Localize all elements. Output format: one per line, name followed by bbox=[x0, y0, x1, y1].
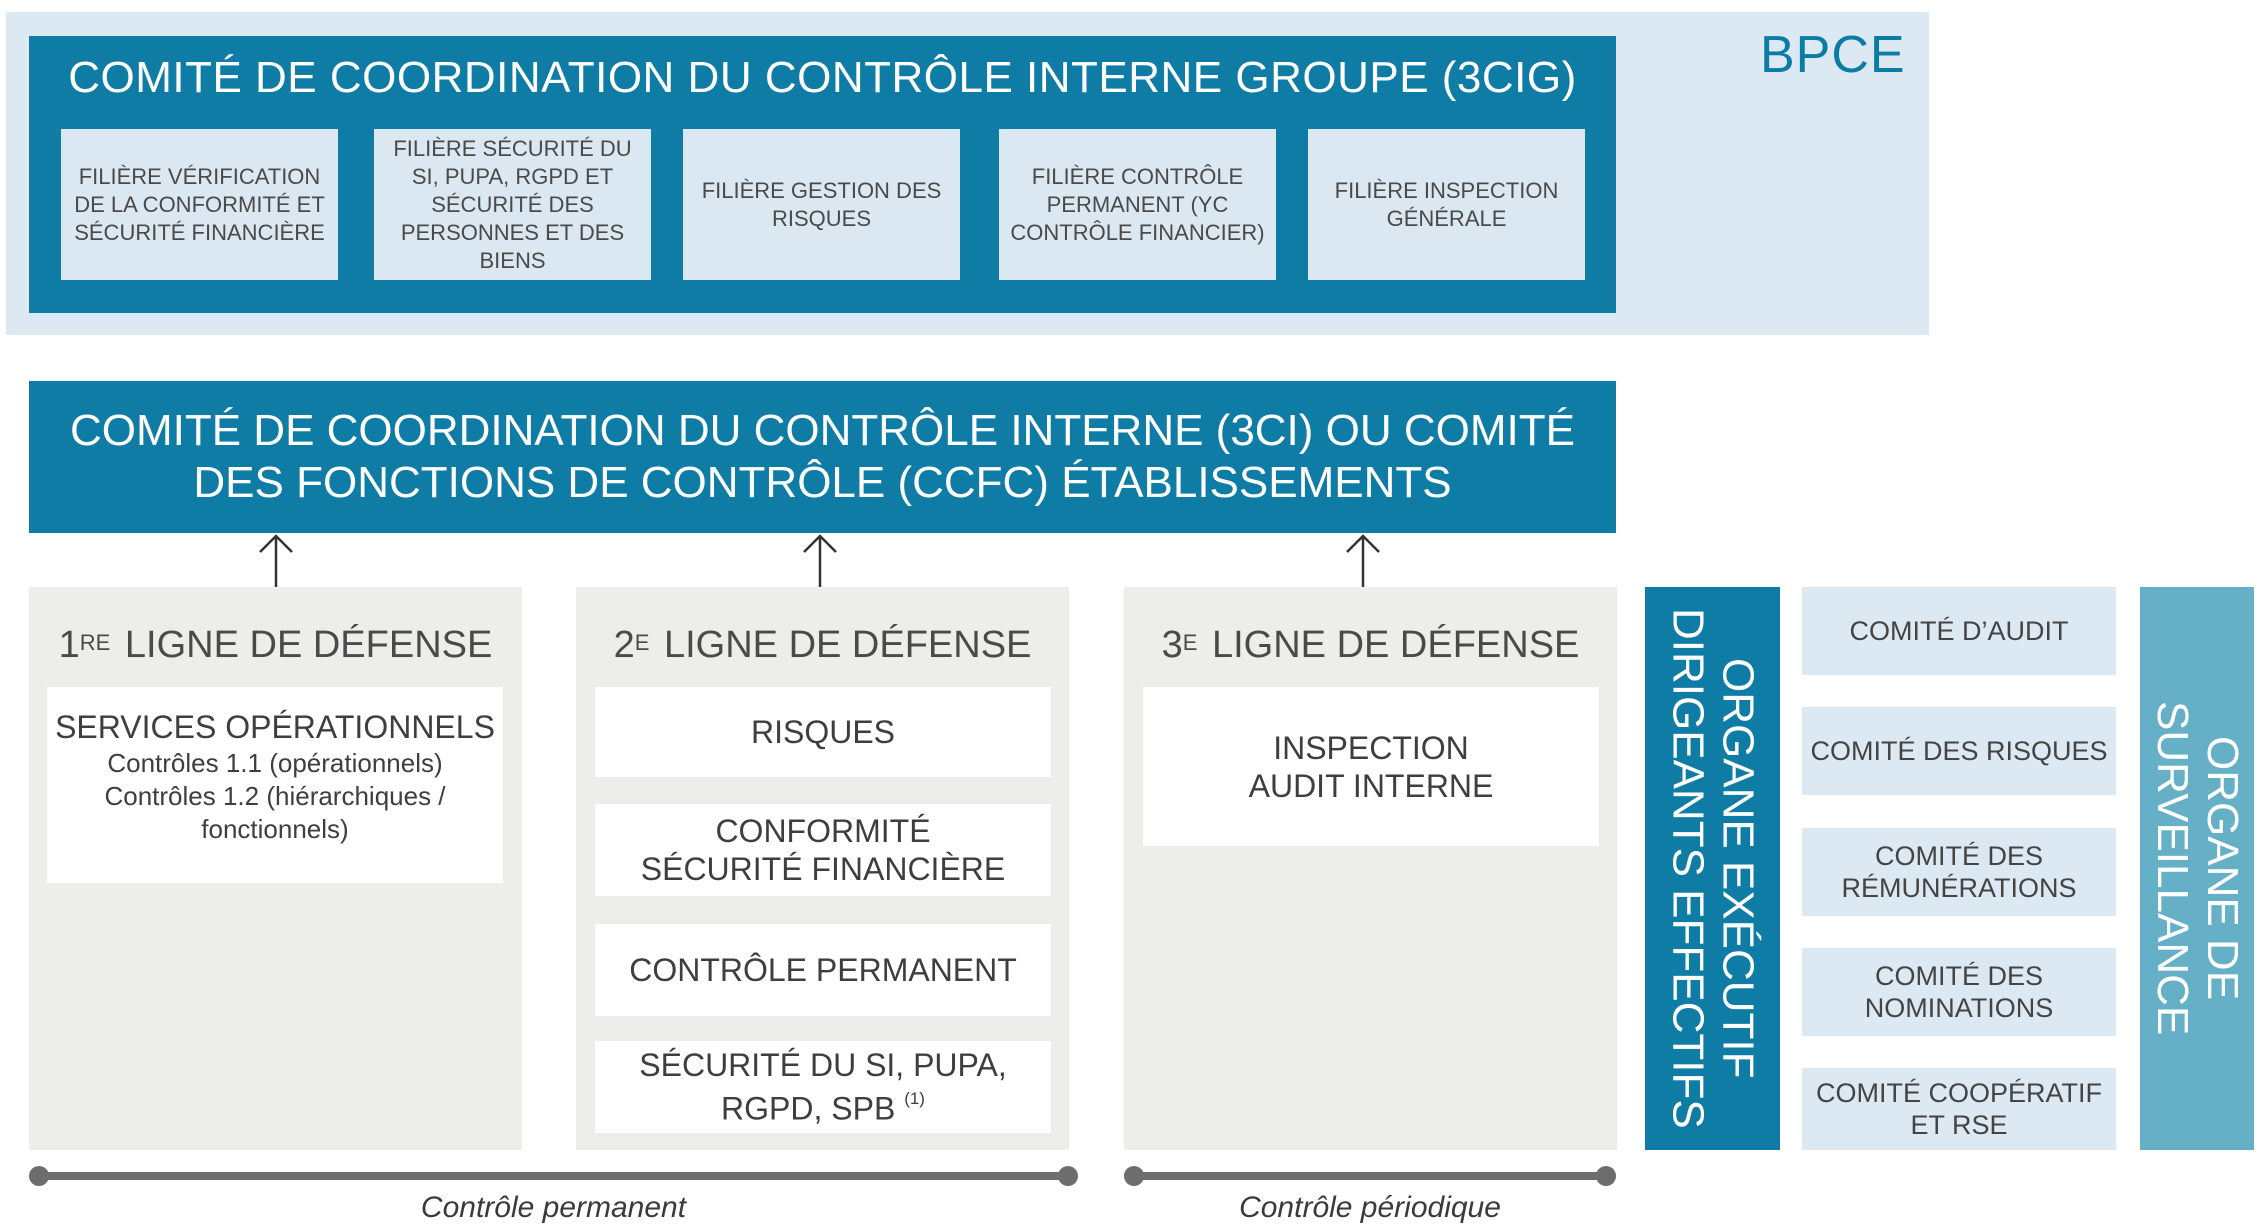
footnote-marker: (1) bbox=[904, 1089, 925, 1109]
conformite-box: CONFORMITÉ SÉCURITÉ FINANCIÈRE bbox=[595, 804, 1051, 896]
timeline-dot bbox=[1058, 1166, 1078, 1186]
filiere-securite-si: FILIÈRE SÉCURITÉ DU SI, PUPA, RGPD ET SÉ… bbox=[374, 129, 651, 280]
periodic-control-label: Contrôle périodique bbox=[1239, 1191, 1501, 1224]
group-committee-title: COMITÉ DE COORDINATION DU CONTRÔLE INTER… bbox=[68, 53, 1577, 102]
arrow-up-icon bbox=[1346, 534, 1380, 588]
establishment-committee-box: COMITÉ DE COORDINATION DU CONTRÔLE INTER… bbox=[29, 381, 1616, 533]
third-line-column bbox=[1124, 587, 1617, 1150]
timeline-dot bbox=[29, 1166, 49, 1186]
executive-organ-bar: ORGANE EXÉCUTIF DIRIGEANTS EFFECTIFS bbox=[1645, 587, 1780, 1150]
operational-services-box: SERVICES OPÉRATIONNELS Contrôles 1.1 (op… bbox=[47, 687, 503, 883]
permanent-control-timeline bbox=[38, 1172, 1068, 1180]
filiere-gestion-risques: FILIÈRE GESTION DES RISQUES bbox=[683, 129, 960, 280]
arrow-up-icon bbox=[259, 534, 293, 588]
filiere-inspection-generale: FILIÈRE INSPECTION GÉNÉRALE bbox=[1308, 129, 1585, 280]
comite-risques: COMITÉ DES RISQUES bbox=[1802, 707, 2116, 795]
establishment-committee-line1: COMITÉ DE COORDINATION DU CONTRÔLE INTER… bbox=[69, 406, 1575, 455]
permanent-control-label: Contrôle permanent bbox=[420, 1191, 687, 1224]
establishment-committee-line2: DES FONCTIONS DE CONTRÔLE (CCFC) ÉTABLIS… bbox=[193, 458, 1452, 507]
comite-audit: COMITÉ D’AUDIT bbox=[1802, 587, 2116, 675]
periodic-control-timeline bbox=[1134, 1172, 1608, 1180]
filiere-conformite: FILIÈRE VÉRIFICATION DE LA CONFORMITÉ ET… bbox=[61, 129, 338, 280]
risques-box: RISQUES bbox=[595, 687, 1051, 777]
timeline-dot bbox=[1596, 1166, 1616, 1186]
filiere-controle-permanent: FILIÈRE CONTRÔLE PERMANENT (YC CONTRÔLE … bbox=[999, 129, 1276, 280]
comite-nominations: COMITÉ DES NOMINATIONS bbox=[1802, 948, 2116, 1036]
control-detail: fonctionnels) bbox=[201, 814, 349, 844]
supervisory-organ-label: ORGANE DE SURVEILLANCE bbox=[2148, 701, 2247, 1036]
inspection-audit-box: INSPECTION AUDIT INTERNE bbox=[1143, 687, 1599, 846]
comite-remunerations: COMITÉ DES RÉMUNÉRATIONS bbox=[1802, 828, 2116, 916]
executive-organ-label: ORGANE EXÉCUTIF DIRIGEANTS EFFECTIFS bbox=[1663, 608, 1763, 1129]
supervisory-organ-bar: ORGANE DE SURVEILLANCE bbox=[2140, 587, 2254, 1150]
arrow-up-icon bbox=[803, 534, 837, 588]
bpce-label: BPCE bbox=[1760, 26, 1906, 84]
controle-permanent-box: CONTRÔLE PERMANENT bbox=[595, 924, 1051, 1016]
comite-cooperatif-rse: COMITÉ COOPÉRATIF ET RSE bbox=[1802, 1068, 2116, 1150]
control-detail: Contrôles 1.1 (opérationnels) bbox=[107, 748, 443, 778]
operational-services-title: SERVICES OPÉRATIONNELS bbox=[55, 709, 495, 745]
timeline-dot bbox=[1124, 1166, 1144, 1186]
securite-si-box: SÉCURITÉ DU SI, PUPA, RGPD, SPB (1) bbox=[595, 1041, 1051, 1133]
control-detail: Contrôles 1.2 (hiérarchiques / bbox=[104, 781, 446, 811]
